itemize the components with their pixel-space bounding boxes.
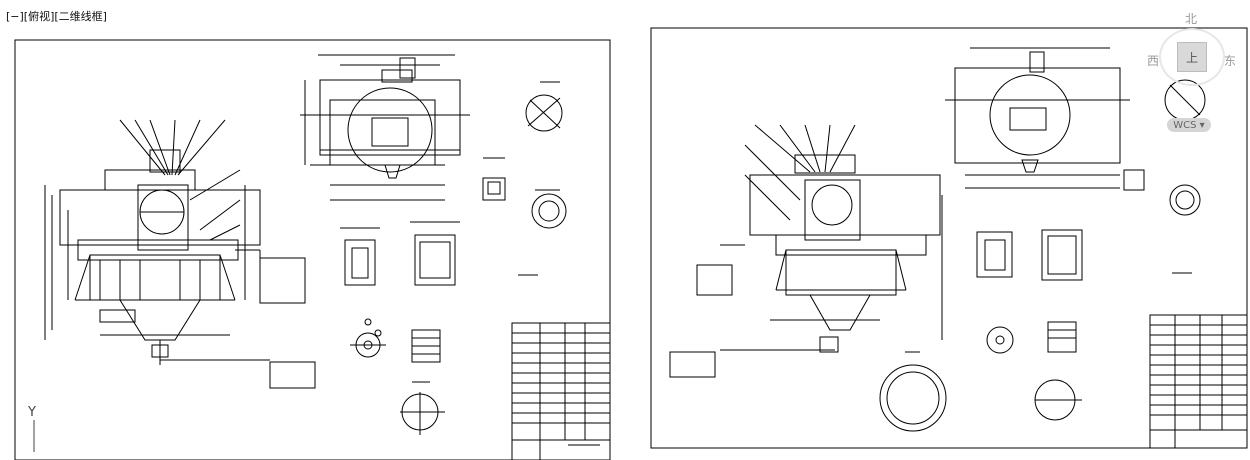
title-block-right (1149, 314, 1248, 449)
bolt-circle-detail-right (986, 326, 1014, 354)
title-block-left (511, 322, 611, 460)
flange-detail-left-1 (525, 81, 563, 132)
ucs-icon: Y (22, 404, 52, 458)
ucs-y-label: Y (27, 405, 36, 420)
small-parts-table-right (1047, 321, 1077, 353)
sheet-left-border (14, 39, 611, 460)
flange-detail-left-2 (531, 189, 567, 229)
sheet-right-border (650, 27, 1248, 449)
small-section-left (482, 157, 506, 201)
wcs-dropdown[interactable]: WCS ▾ (1167, 118, 1211, 132)
small-section-right (1123, 169, 1145, 191)
viewcube-compass-ring[interactable] (1159, 28, 1225, 86)
plan-view-left (300, 54, 470, 201)
viewcube-top-face[interactable]: 上 (1177, 42, 1207, 72)
viewport-controls-label[interactable]: [−][俯视][二维线框] (6, 10, 107, 23)
viewcube-east-label[interactable]: 东 (1224, 54, 1237, 68)
plan-view-right (945, 47, 1130, 189)
bolt-circle-detail-left (350, 318, 386, 358)
flange-detail-right-2 (1169, 184, 1201, 216)
viewcube-north-label[interactable]: 北 (1185, 12, 1198, 26)
large-flange-right (879, 351, 947, 432)
volute-detail-left (400, 381, 445, 435)
volute-detail-right (1034, 379, 1082, 421)
section-views-left (340, 221, 538, 286)
section-views-right (976, 229, 1192, 281)
machine-elevation-left (44, 119, 316, 389)
machine-elevation-right (669, 124, 943, 378)
viewcube-west-label[interactable]: 西 (1147, 54, 1160, 68)
small-parts-table-left (411, 329, 441, 363)
viewcube[interactable]: 北 西 东 上 WCS ▾ (1145, 6, 1250, 136)
